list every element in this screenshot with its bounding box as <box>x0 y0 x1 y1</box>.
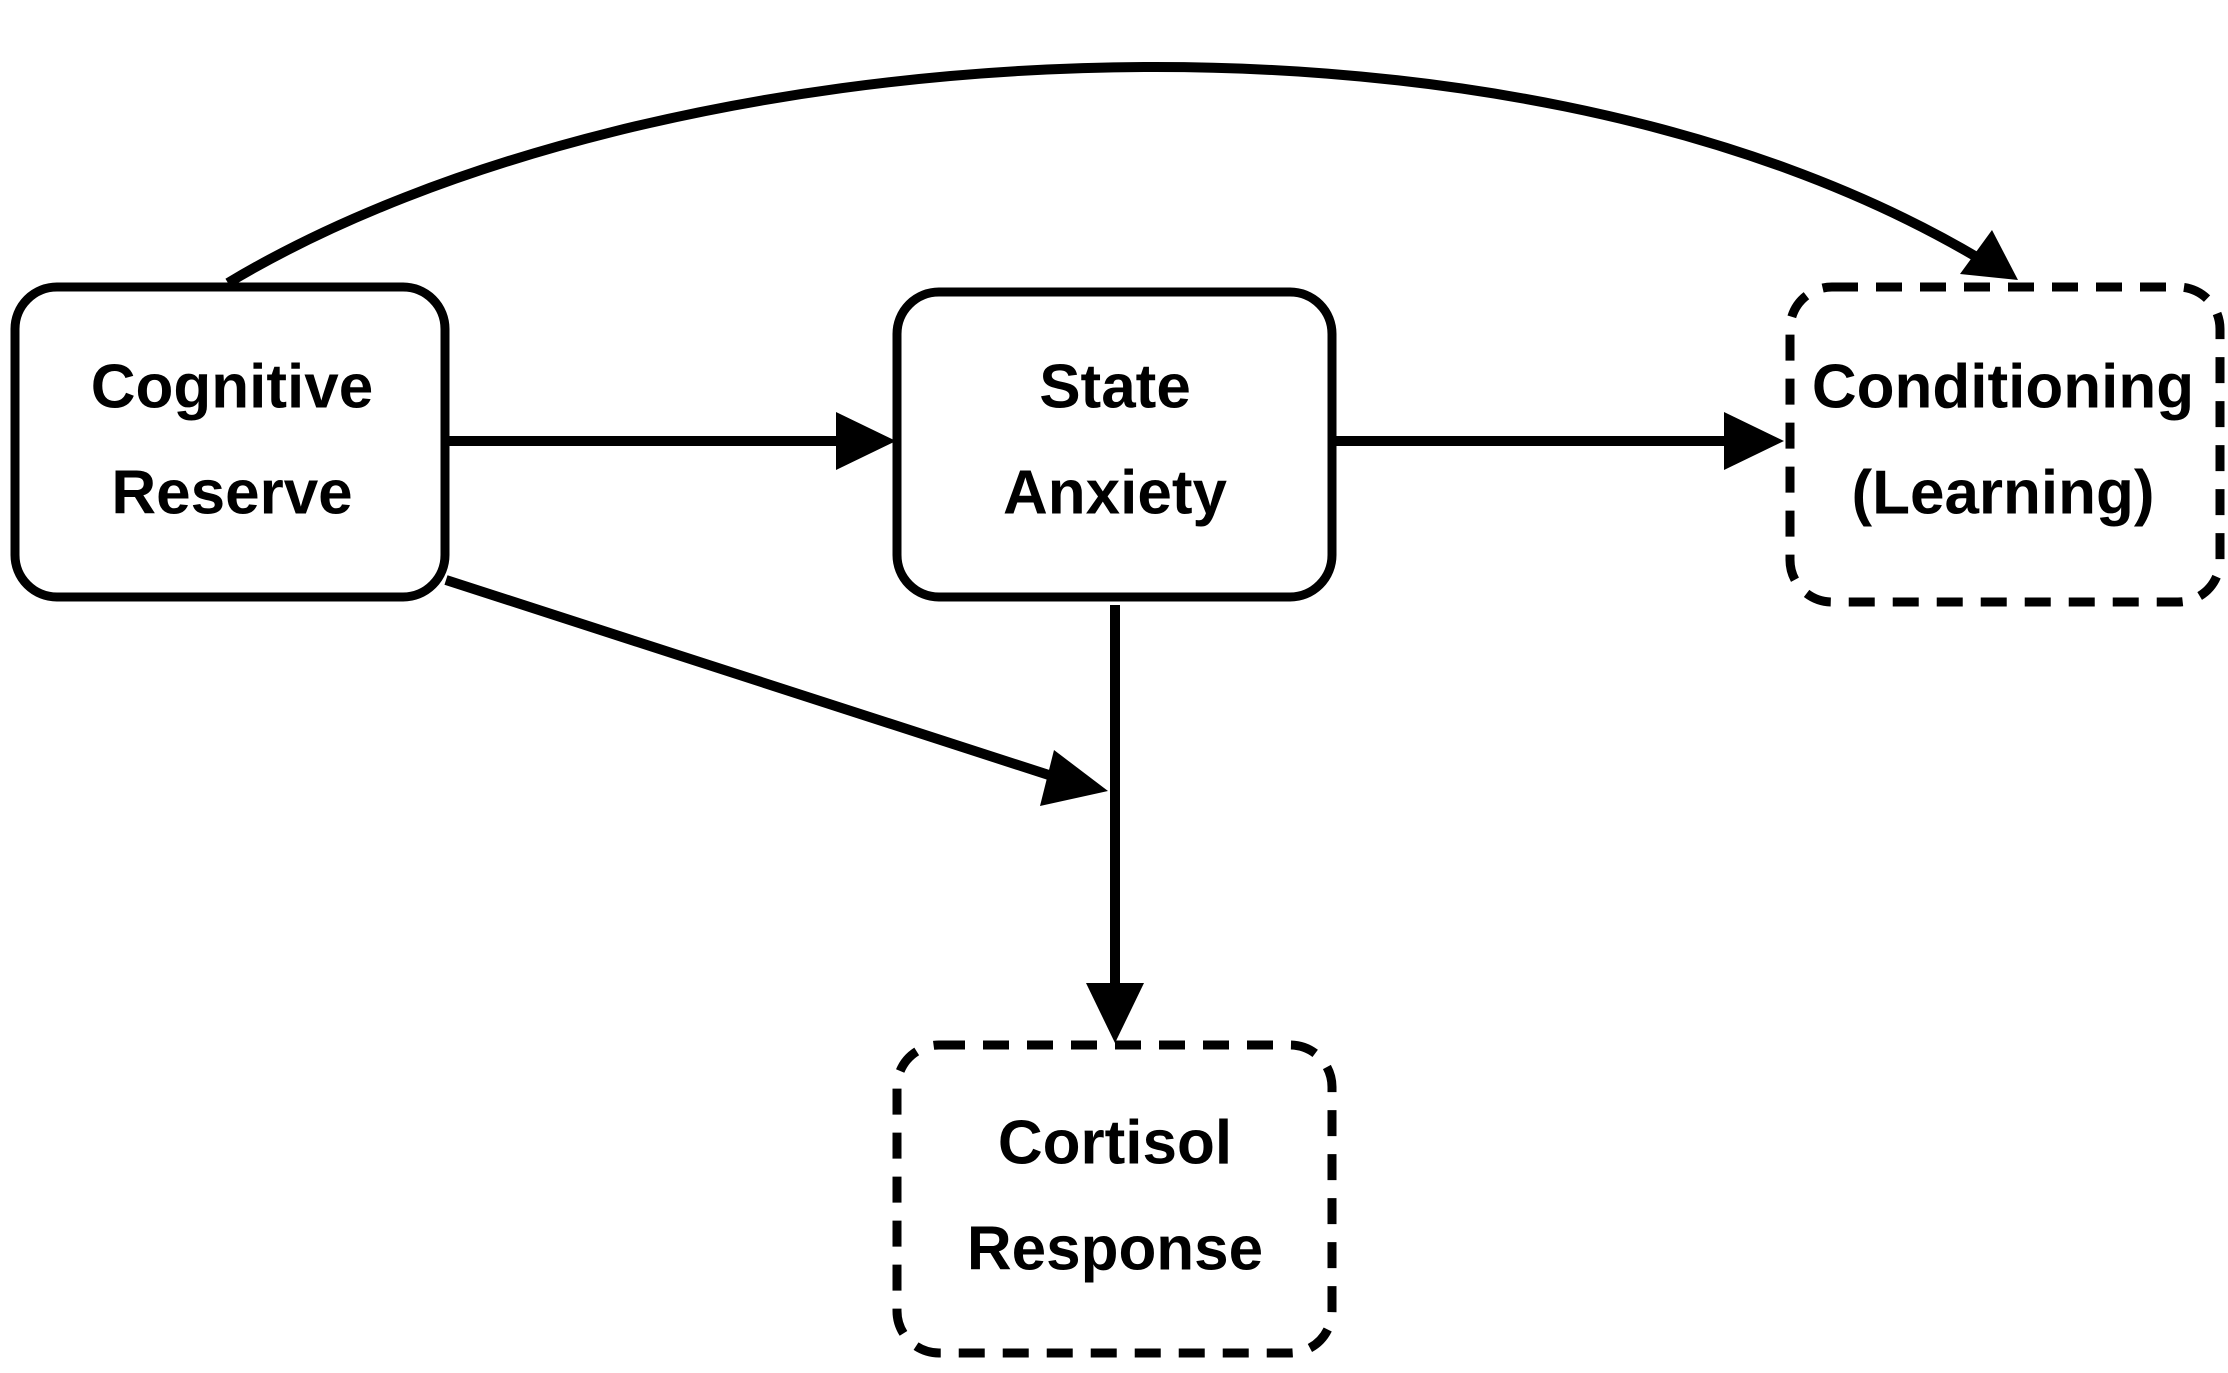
node-cortisol-response: Cortisol Response <box>892 1040 1337 1358</box>
node-box-cortisol-response <box>892 1040 1337 1358</box>
node-label-state-anxiety-line2: Anxiety <box>1003 458 1227 527</box>
node-conditioning: Conditioning (Learning) <box>1785 282 2225 607</box>
node-label-conditioning-line2: (Learning) <box>1851 458 2154 527</box>
node-label-cortisol-response-line1: Cortisol <box>998 1108 1232 1177</box>
node-box-state-anxiety <box>892 287 1337 602</box>
edge-reserve-to-conditioning <box>225 62 1988 288</box>
node-label-state-anxiety-line1: State <box>1039 352 1191 421</box>
node-state-anxiety: State Anxiety <box>892 287 1337 602</box>
node-label-conditioning-line1: Conditioning <box>1812 352 2194 421</box>
node-label-cortisol-response-line2: Response <box>967 1214 1263 1283</box>
node-box-cognitive-reserve <box>10 282 450 602</box>
node-label-cognitive-reserve-line1: Cognitive <box>91 352 373 421</box>
arrowhead-reserve-to-anxiety <box>836 412 896 470</box>
arrowhead-anxiety-to-conditioning <box>1724 412 1784 470</box>
arrowhead-reserve-to-cortisol-path <box>1040 750 1108 806</box>
node-label-cognitive-reserve-line2: Reserve <box>111 458 352 527</box>
arrowhead-anxiety-to-cortisol <box>1086 983 1144 1043</box>
edge-reserve-to-cortisol-path <box>444 575 1057 782</box>
node-cognitive-reserve: Cognitive Reserve <box>10 282 450 602</box>
arrowhead-reserve-to-conditioning <box>1960 230 2018 280</box>
node-box-conditioning <box>1785 282 2225 607</box>
